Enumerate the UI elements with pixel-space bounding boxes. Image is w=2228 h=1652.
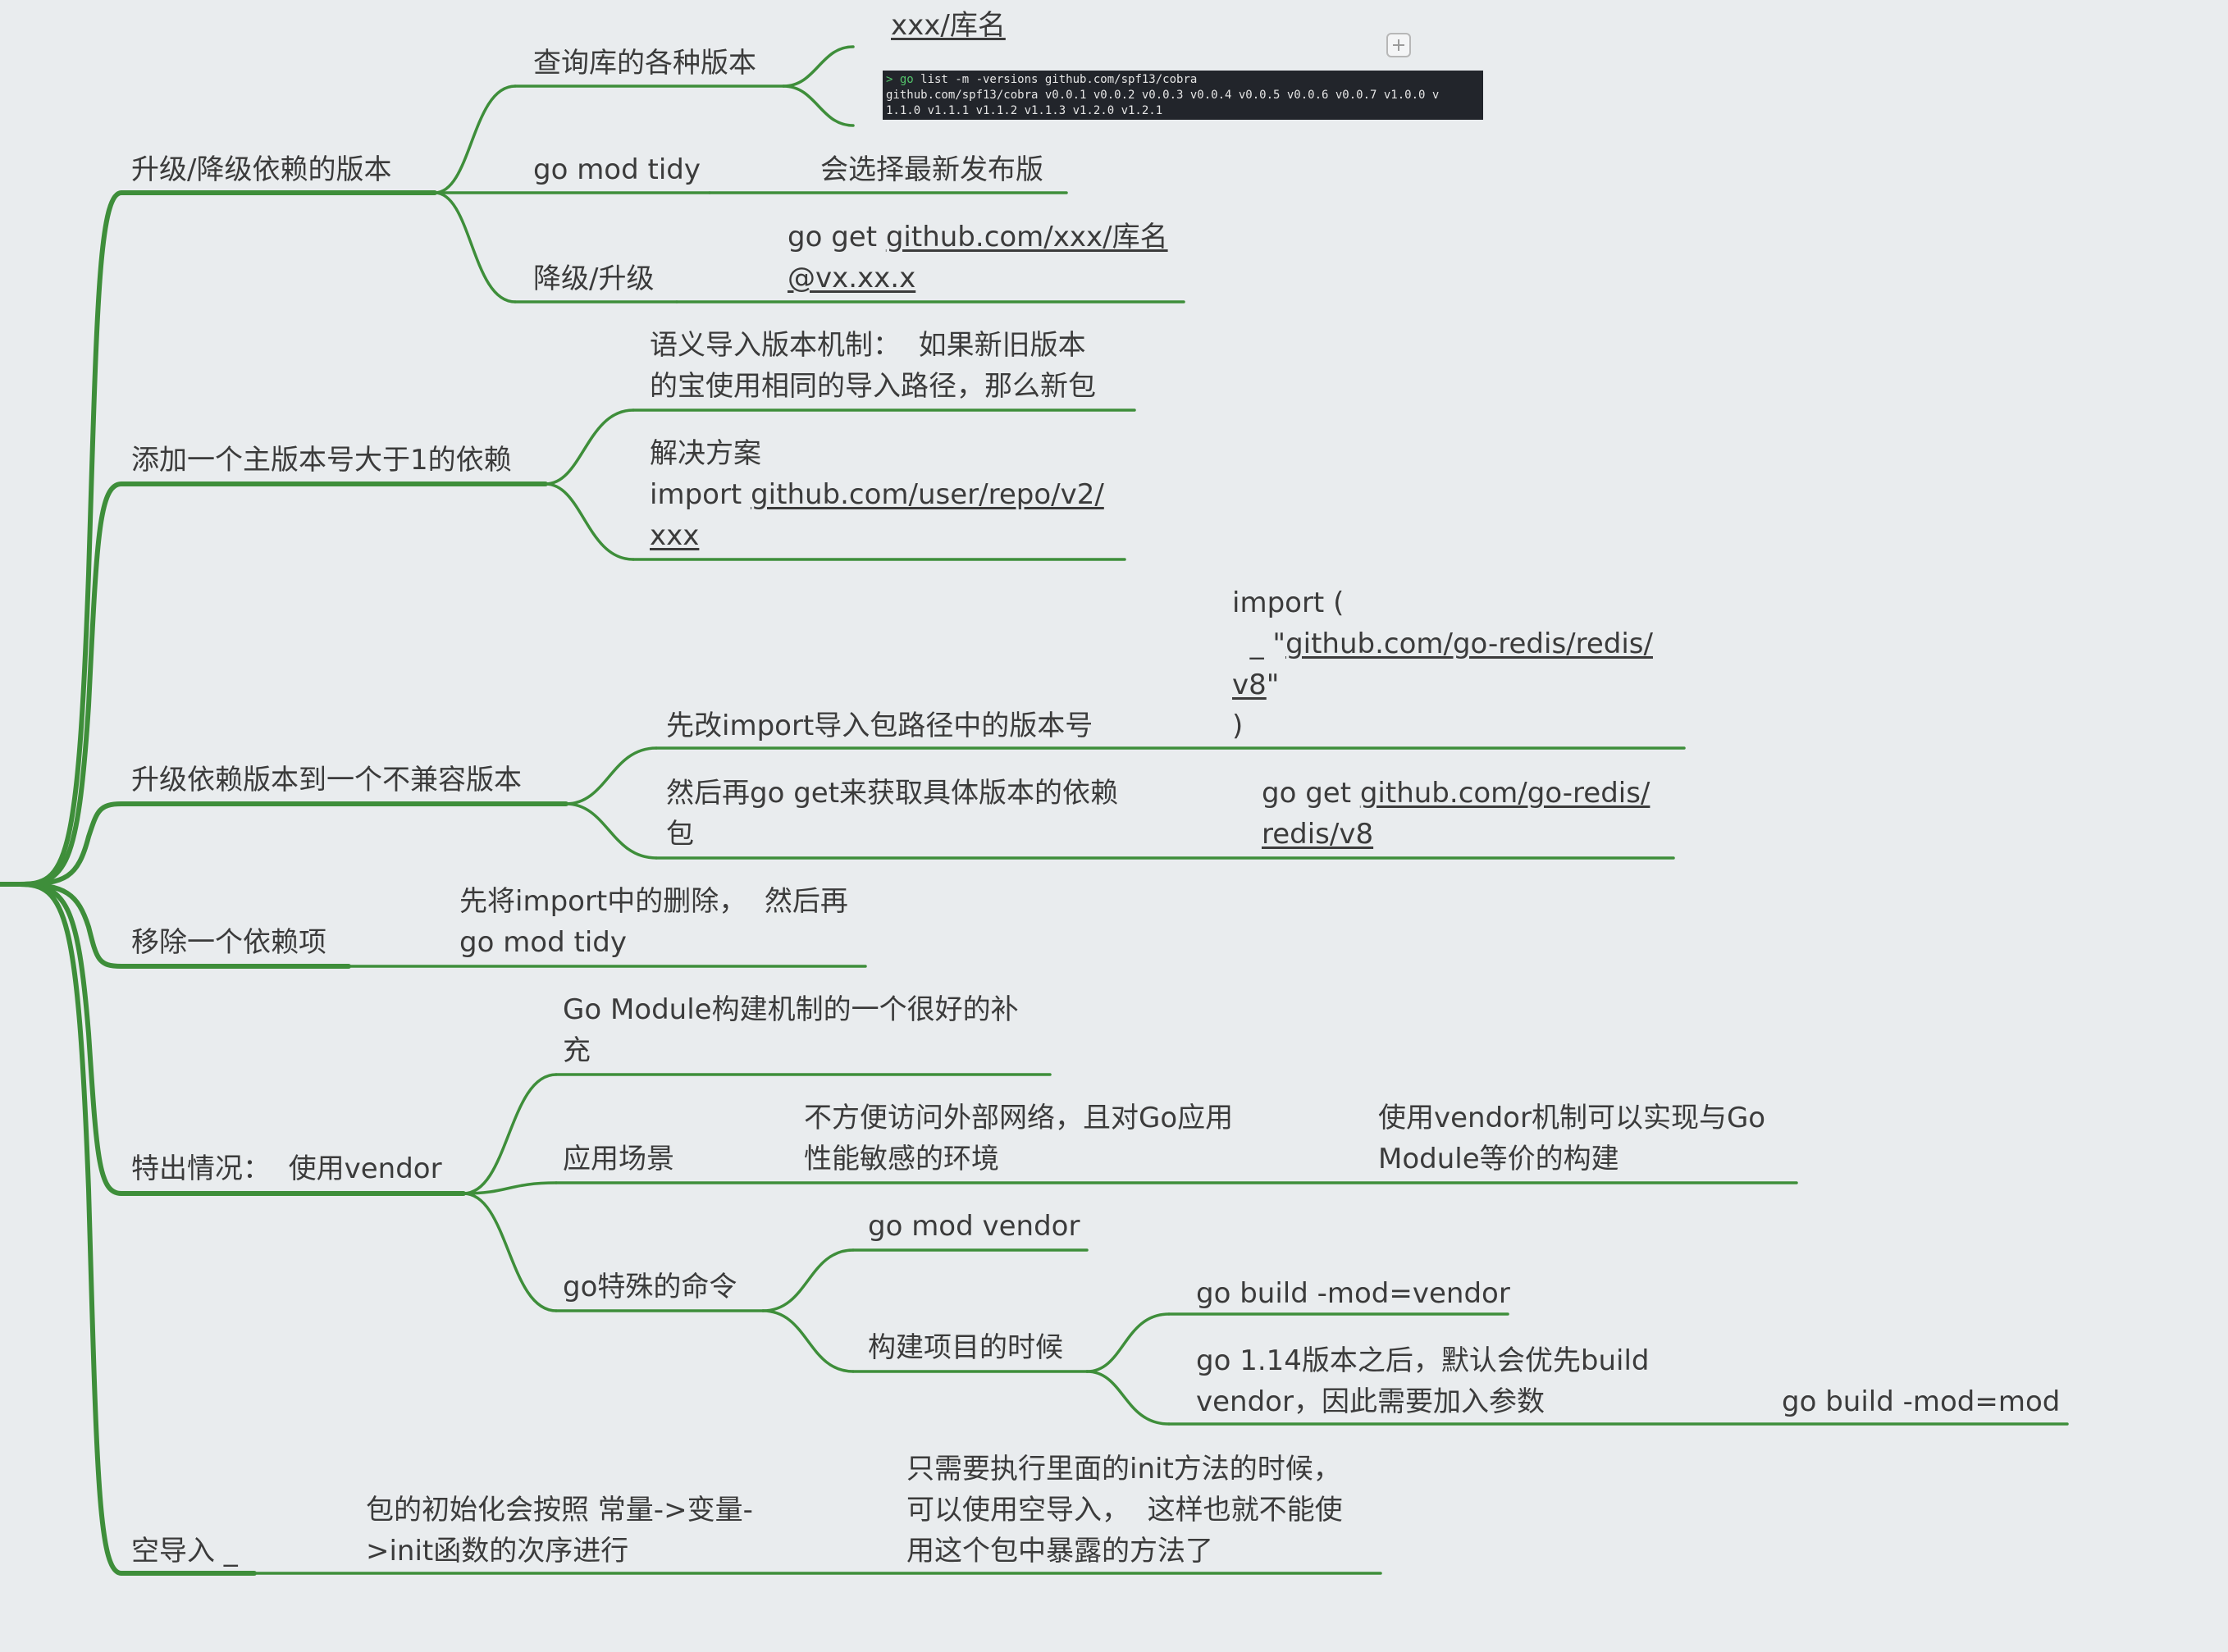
node-blank-import-usage[interactable]: 只需要执行里面的init方法的时候， 可以使用空导入， 这样也就不能使 用这个包…	[906, 1449, 1343, 1572]
terminal-command: list -m -versions github.com/spf13/cobra	[913, 73, 1198, 86]
terminal-prompt: > go	[886, 73, 914, 86]
import-redis-link-tail[interactable]: v8	[1232, 669, 1267, 701]
node-remove-note[interactable]: 先将import中的删除， 然后再 go mod tidy	[459, 881, 848, 963]
import-close: )	[1232, 710, 1244, 742]
node-tidy-note[interactable]: 会选择最新发布版	[820, 153, 1043, 186]
supplement-line-2: 充	[563, 1034, 591, 1067]
equiv-line-1: 使用vendor机制可以实现与Go	[1378, 1102, 1766, 1134]
import-redis-link[interactable]: github.com/go-redis/redis/	[1285, 627, 1653, 660]
node-upgrade[interactable]: 升级/降级依赖的版本	[131, 153, 392, 186]
import-quote-close: "	[1266, 669, 1280, 701]
node-blank-import[interactable]: 空导入 _	[131, 1535, 238, 1568]
node-build-project[interactable]: 构建项目的时候	[868, 1331, 1063, 1364]
then-go-get-line-2: 包	[666, 818, 694, 851]
terminal-line-2: github.com/spf13/cobra v0.0.1 v0.0.2 v0.…	[886, 89, 1440, 102]
solution-import-link[interactable]: github.com/user/repo/v2/	[751, 478, 1104, 511]
usage-line-1: 只需要执行里面的init方法的时候，	[906, 1453, 1341, 1485]
node-go-special-commands[interactable]: go特殊的命令	[563, 1271, 737, 1303]
equiv-line-2: Module等价的构建	[1378, 1143, 1619, 1175]
solution-import-link-tail[interactable]: xxx	[650, 519, 700, 552]
node-vendor-supplement[interactable]: Go Module构建机制的一个很好的补 充	[563, 989, 1019, 1071]
go-get-prefix: go get	[788, 221, 886, 253]
then-go-get-line-1: 然后再go get来获取具体版本的依赖	[666, 777, 1119, 810]
node-go-mod-tidy[interactable]: go mod tidy	[533, 153, 701, 186]
node-build-mod-vendor[interactable]: go build -mod=vendor	[1196, 1277, 1510, 1310]
node-semantic-import[interactable]: 语义导入版本机制： 如果新旧版本 的宝使用相同的导入路径，那么新包	[650, 325, 1096, 407]
supplement-line-1: Go Module构建机制的一个很好的补	[563, 993, 1019, 1026]
node-then-go-get[interactable]: 然后再go get来获取具体版本的依赖 包	[666, 773, 1118, 855]
init-order-line-2: >init函数的次序进行	[366, 1535, 629, 1568]
node-add-major-version[interactable]: 添加一个主版本号大于1的依赖	[131, 444, 512, 477]
remove-note-line-2: go mod tidy	[459, 926, 627, 959]
node-solution[interactable]: 解决方案 import github.com/user/repo/v2/ xxx	[650, 433, 1104, 556]
node-downgrade-upgrade[interactable]: 降级/升级	[533, 262, 655, 295]
node-init-order[interactable]: 包的初始化会按照 常量->变量- >init函数的次序进行	[366, 1490, 753, 1572]
import-blank-prefix: _ "	[1232, 627, 1286, 660]
node-import-block[interactable]: import ( _ "github.com/go-redis/redis/ v…	[1232, 582, 1653, 746]
semantic-line-1: 语义导入版本机制： 如果新旧版本	[650, 329, 1086, 362]
solution-import-prefix: import	[650, 478, 751, 511]
expand-plus-icon[interactable]	[1386, 33, 1411, 57]
go114-line-2: vendor，因此需要加入参数	[1196, 1385, 1545, 1418]
node-vendor-equivalent[interactable]: 使用vendor机制可以实现与Go Module等价的构建	[1378, 1098, 1765, 1180]
go-get-redis-link[interactable]: github.com/go-redis/	[1359, 777, 1650, 810]
node-query-versions[interactable]: 查询库的各种版本	[533, 47, 756, 80]
node-change-import-path[interactable]: 先改import导入包路径中的版本号	[666, 710, 1093, 742]
semantic-line-2: 的宝使用相同的导入路径，那么新包	[650, 370, 1096, 403]
node-go-get-cmd[interactable]: go get github.com/xxx/库名 @vx.xx.x	[788, 217, 1168, 299]
sub-branches	[253, 45, 2069, 1575]
init-order-line-1: 包的初始化会按照 常量->变量-	[366, 1494, 753, 1527]
node-use-case-env[interactable]: 不方便访问外部网络，且对Go应用 性能敏感的环境	[804, 1098, 1233, 1180]
env-line-1: 不方便访问外部网络，且对Go应用	[804, 1102, 1234, 1134]
go-get-version[interactable]: @vx.xx.x	[788, 262, 916, 294]
terminal-screenshot: > go list -m -versions github.com/spf13/…	[883, 71, 1483, 120]
node-build-mod-mod[interactable]: go build -mod=mod	[1782, 1385, 2061, 1418]
go-get-link[interactable]: github.com/xxx/库名	[885, 221, 1168, 253]
go-get-redis-prefix: go get	[1262, 777, 1360, 810]
node-remove-dependency[interactable]: 移除一个依赖项	[131, 926, 326, 959]
node-use-case[interactable]: 应用场景	[563, 1143, 674, 1175]
env-line-2: 性能敏感的环境	[804, 1143, 999, 1175]
remove-note-line-1: 先将import中的删除， 然后再	[459, 885, 848, 918]
go-get-redis-link-tail[interactable]: redis/v8	[1262, 818, 1374, 851]
go114-line-1: go 1.14版本之后，默认会优先build	[1196, 1344, 1650, 1377]
node-go-mod-vendor[interactable]: go mod vendor	[868, 1210, 1080, 1243]
terminal-line-3: 1.1.0 v1.1.1 v1.1.2 v1.1.3 v1.2.0 v1.2.1	[886, 104, 1163, 117]
import-open: import (	[1232, 586, 1345, 619]
node-go114-note[interactable]: go 1.14版本之后，默认会优先build vendor，因此需要加入参数	[1196, 1340, 1650, 1422]
node-incompatible-upgrade[interactable]: 升级依赖版本到一个不兼容版本	[131, 764, 522, 796]
node-go-get-redis[interactable]: go get github.com/go-redis/ redis/v8	[1262, 773, 1650, 855]
root-branches	[0, 190, 568, 1576]
usage-line-2: 可以使用空导入， 这样也就不能使	[906, 1494, 1343, 1527]
usage-line-3: 用这个包中暴露的方法了	[906, 1535, 1213, 1568]
node-use-vendor[interactable]: 特出情况： 使用vendor	[131, 1152, 442, 1185]
node-repo-link[interactable]: xxx/库名	[891, 9, 1006, 42]
solution-line-1: 解决方案	[650, 437, 761, 470]
